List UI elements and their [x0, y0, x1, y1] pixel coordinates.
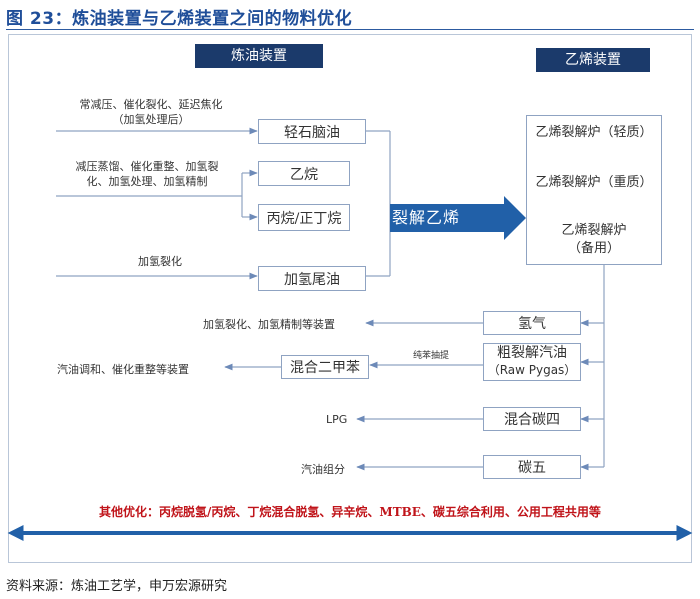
source-footer: 资料来源：炼油工艺学，申万宏源研究 — [6, 579, 228, 594]
product-box: 加氢尾油 — [258, 266, 366, 291]
product-box: 乙烷 — [258, 161, 350, 186]
xylene-box: 混合二甲苯 — [281, 355, 369, 379]
furnace-label: 乙烯裂解炉（备用） — [561, 223, 627, 256]
product-box: 丙烷/正丁烷 — [258, 204, 350, 231]
ethylene-plant-box: 乙烯裂解炉（轻质） 乙烯裂解炉（重质） 乙烯裂解炉（备用） — [526, 115, 662, 265]
furnace-label: 乙烯裂解炉（重质） — [535, 175, 653, 190]
other-optimization-text: 其他优化：丙烷脱氢/丙烷、丁烷混合脱氢、异辛烷、MTBE、碳五综合利用、公用工程… — [99, 505, 601, 519]
source-text: 减压蒸馏、催化重整、加氢裂化、加氢处理、加氢精制 — [75, 160, 219, 188]
output-box: 氢气 — [483, 311, 581, 335]
diagram-panel — [8, 34, 692, 563]
title-rule — [6, 29, 694, 30]
destination-text: 汽油组分 — [301, 463, 345, 476]
product-box: 轻石脑油 — [258, 119, 366, 144]
source-text: 常减压、催化裂化、延迟焦化（加氢处理后） — [79, 98, 223, 126]
output-box: 混合碳四 — [483, 407, 581, 431]
output-box: 碳五 — [483, 455, 581, 479]
cracking-arrow — [390, 196, 526, 240]
destination-text: 汽油调和、催化重整等装置 — [57, 363, 189, 376]
refinery-header: 炼油装置 — [195, 44, 323, 68]
destination-text: LPG — [326, 413, 348, 426]
ethylene-header: 乙烯装置 — [536, 48, 650, 72]
figure-title: 图 23：炼油装置与乙烯装置之间的物料优化 — [6, 9, 353, 29]
output-box: 粗裂解汽油 （Raw Pygas） — [483, 343, 581, 381]
destination-text: 加氢裂化、加氢精制等装置 — [203, 318, 335, 331]
source-text: 加氢裂化 — [138, 255, 182, 268]
benzene-extraction-note: 纯苯抽提 — [413, 351, 450, 361]
cracking-label: 裂解乙烯 — [392, 208, 461, 227]
furnace-label: 乙烯裂解炉（轻质） — [535, 125, 653, 140]
